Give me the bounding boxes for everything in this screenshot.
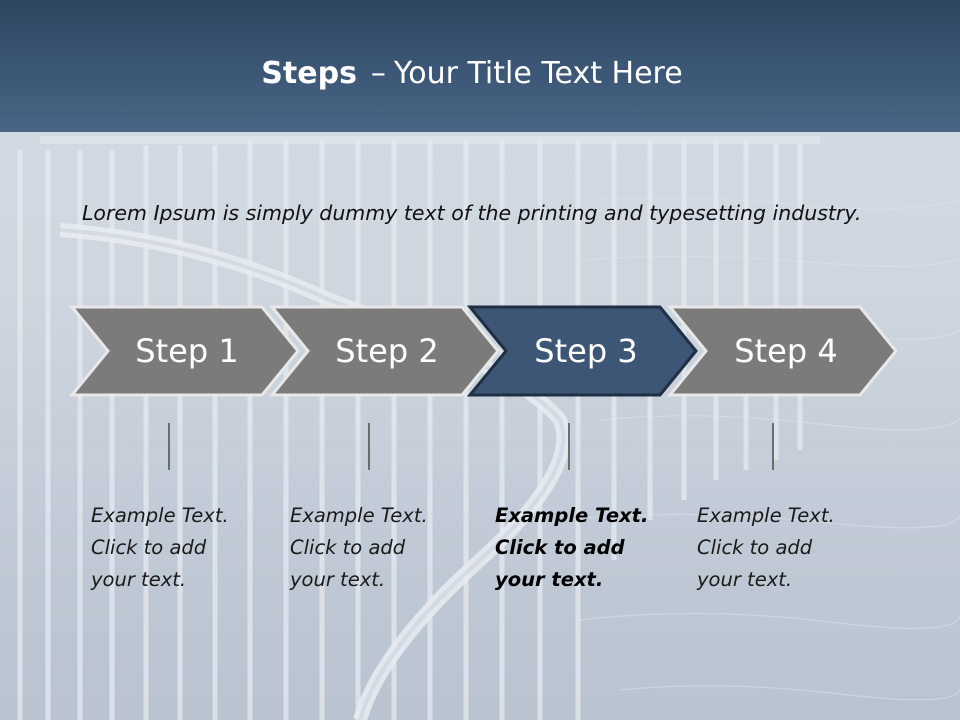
title-rest: Your Title Text Here — [393, 56, 683, 91]
title-bold: Steps — [261, 56, 357, 91]
step-3-label: Step 3 — [534, 332, 638, 370]
step-2-desc-line: your text. — [290, 568, 386, 591]
step-2-desc-line: Example Text. — [290, 504, 428, 527]
step-4-chevron[interactable] — [666, 305, 898, 397]
step-3-desc-line: Click to add — [495, 536, 625, 559]
step-3-connector — [568, 423, 570, 470]
step-4-desc-line: Click to add — [697, 536, 813, 559]
step-1-connector — [168, 423, 170, 470]
step-3-desc-line: Example Text. — [495, 504, 649, 527]
step-2-connector — [368, 423, 370, 470]
background-veil — [0, 128, 960, 720]
step-1-desc-line: Click to add — [91, 536, 207, 559]
step-3-desc-line: your text. — [495, 568, 604, 591]
step-4-label: Step 4 — [734, 332, 838, 370]
step-4-desc-line: your text. — [697, 568, 793, 591]
step-4-desc-line: Example Text. — [697, 504, 835, 527]
step-4-description[interactable]: Example Text. Click to add your text. — [697, 500, 867, 596]
step-2-description[interactable]: Example Text. Click to add your text. — [290, 500, 460, 596]
slide-title[interactable]: Steps–Your Title Text Here — [0, 52, 944, 96]
step-1-desc-line: your text. — [91, 568, 187, 591]
step-3-description[interactable]: Example Text. Click to add your text. — [495, 500, 665, 596]
step-1-desc-line: Example Text. — [91, 504, 229, 527]
title-separator: – — [370, 56, 386, 91]
step-3-chevron[interactable] — [466, 305, 698, 397]
step-1-description[interactable]: Example Text. Click to add your text. — [91, 500, 261, 596]
intro-text[interactable]: Lorem Ipsum is simply dummy text of the … — [82, 201, 862, 225]
step-2-chevron[interactable] — [268, 305, 500, 397]
step-1-chevron[interactable] — [68, 305, 300, 397]
step-2-desc-line: Click to add — [290, 536, 406, 559]
step-4-connector — [772, 423, 774, 470]
title-band — [0, 0, 960, 132]
step-1-label: Step 1 — [135, 332, 239, 370]
step-2-label: Step 2 — [335, 332, 439, 370]
